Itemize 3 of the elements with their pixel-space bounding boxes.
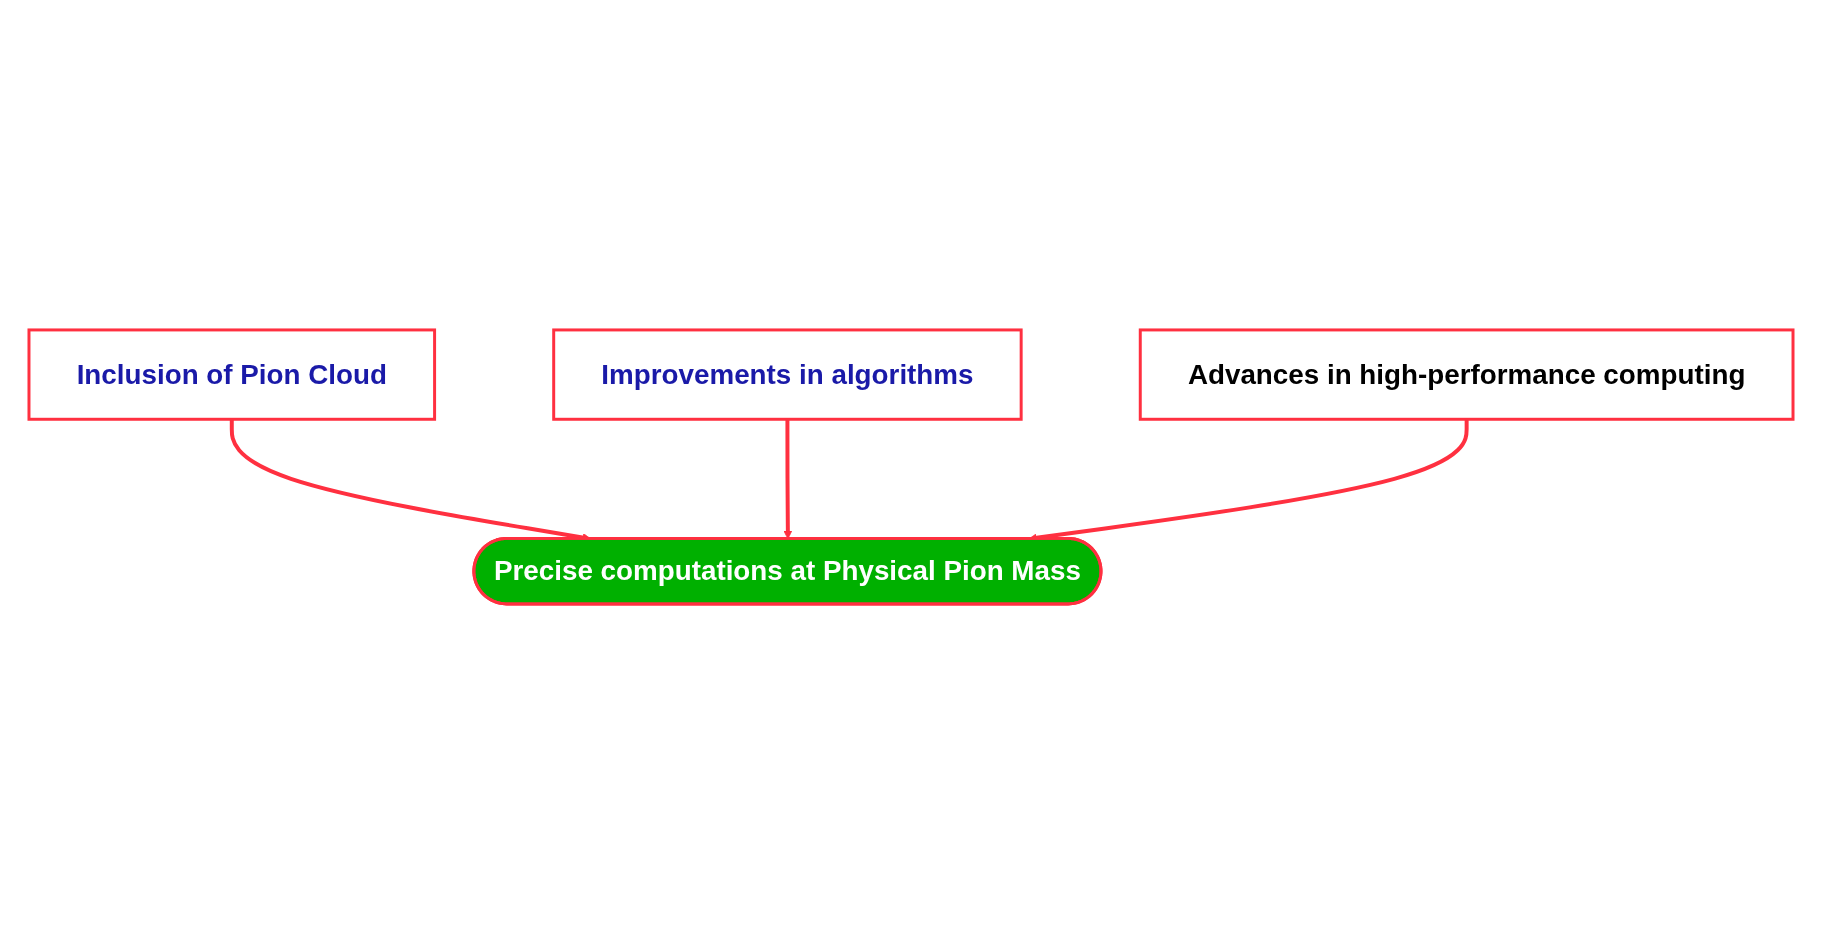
node-box: Advances in high-performance computing [1138,328,1795,421]
node-box: Inclusion of Pion Cloud [27,328,437,421]
node-box: Improvements in algorithms [552,328,1023,421]
